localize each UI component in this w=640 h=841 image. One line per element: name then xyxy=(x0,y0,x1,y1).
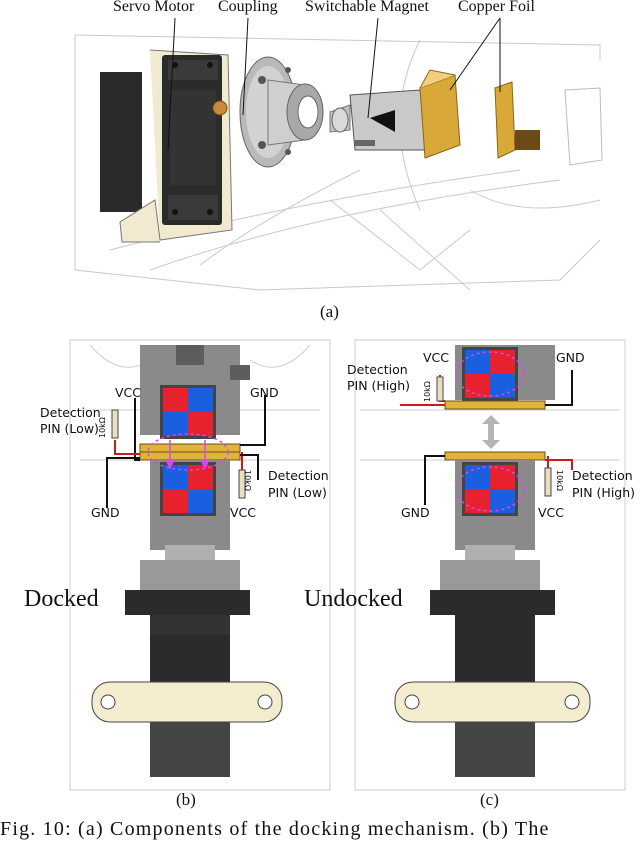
c-vcc-bottom: VCC xyxy=(538,505,565,520)
b-detection-left-line1: Detection xyxy=(40,405,101,420)
c-state-label: Undocked xyxy=(304,586,403,612)
b-detection-left-line2: PIN (Low) xyxy=(40,421,99,436)
label-switchable-magnet: Switchable Magnet xyxy=(305,0,429,15)
c-gnd-bottom: GND xyxy=(401,505,430,520)
copper-foil-left xyxy=(419,74,461,159)
c-resistor-top: 10kΩ xyxy=(423,381,432,402)
label-copper-foil: Copper Foil xyxy=(458,0,535,15)
c-detection-bottom-line2: PIN (High) xyxy=(572,485,636,500)
panel-c-diagram xyxy=(354,339,626,791)
coupling-shape xyxy=(239,56,324,168)
separation-arrow xyxy=(482,415,500,449)
panel-a-illustration xyxy=(74,17,603,291)
b-gnd-bottom: GND xyxy=(91,505,120,520)
b-state-label: Docked xyxy=(24,586,99,612)
b-resistor-left: 10kΩ xyxy=(98,417,107,438)
b-gnd-top: GND xyxy=(250,385,279,400)
panel-letter-b: (b) xyxy=(176,790,196,809)
leader-lines xyxy=(167,17,501,151)
label-servo-motor: Servo Motor xyxy=(113,0,195,15)
c-vcc-top: VCC xyxy=(423,350,450,365)
c-detection-top-line1: Detection xyxy=(347,362,408,377)
b-vcc-top: VCC xyxy=(115,385,142,400)
b-vcc-bottom: VCC xyxy=(230,505,257,520)
panel-b-diagram xyxy=(69,339,331,791)
panel-letter-c: (c) xyxy=(480,790,499,809)
b-detection-right-line2: PIN (Low) xyxy=(268,485,327,500)
b-detection-right-line1: Detection xyxy=(268,468,329,483)
servo-motor-shape xyxy=(162,55,228,225)
figure-caption: Fig. 10: (a) Components of the docking m… xyxy=(0,818,550,840)
label-coupling: Coupling xyxy=(218,0,278,15)
c-detection-top-line2: PIN (High) xyxy=(347,378,411,393)
c-resistor-bottom: 10kΩ xyxy=(555,470,564,491)
panel-letter-a: (a) xyxy=(320,302,339,321)
rear-block xyxy=(100,72,142,212)
c-gnd-top: GND xyxy=(556,350,585,365)
b-resistor-right: 10kΩ xyxy=(243,470,252,491)
switchable-magnet-shape xyxy=(329,89,431,151)
c-detection-bottom-line1: Detection xyxy=(572,468,633,483)
